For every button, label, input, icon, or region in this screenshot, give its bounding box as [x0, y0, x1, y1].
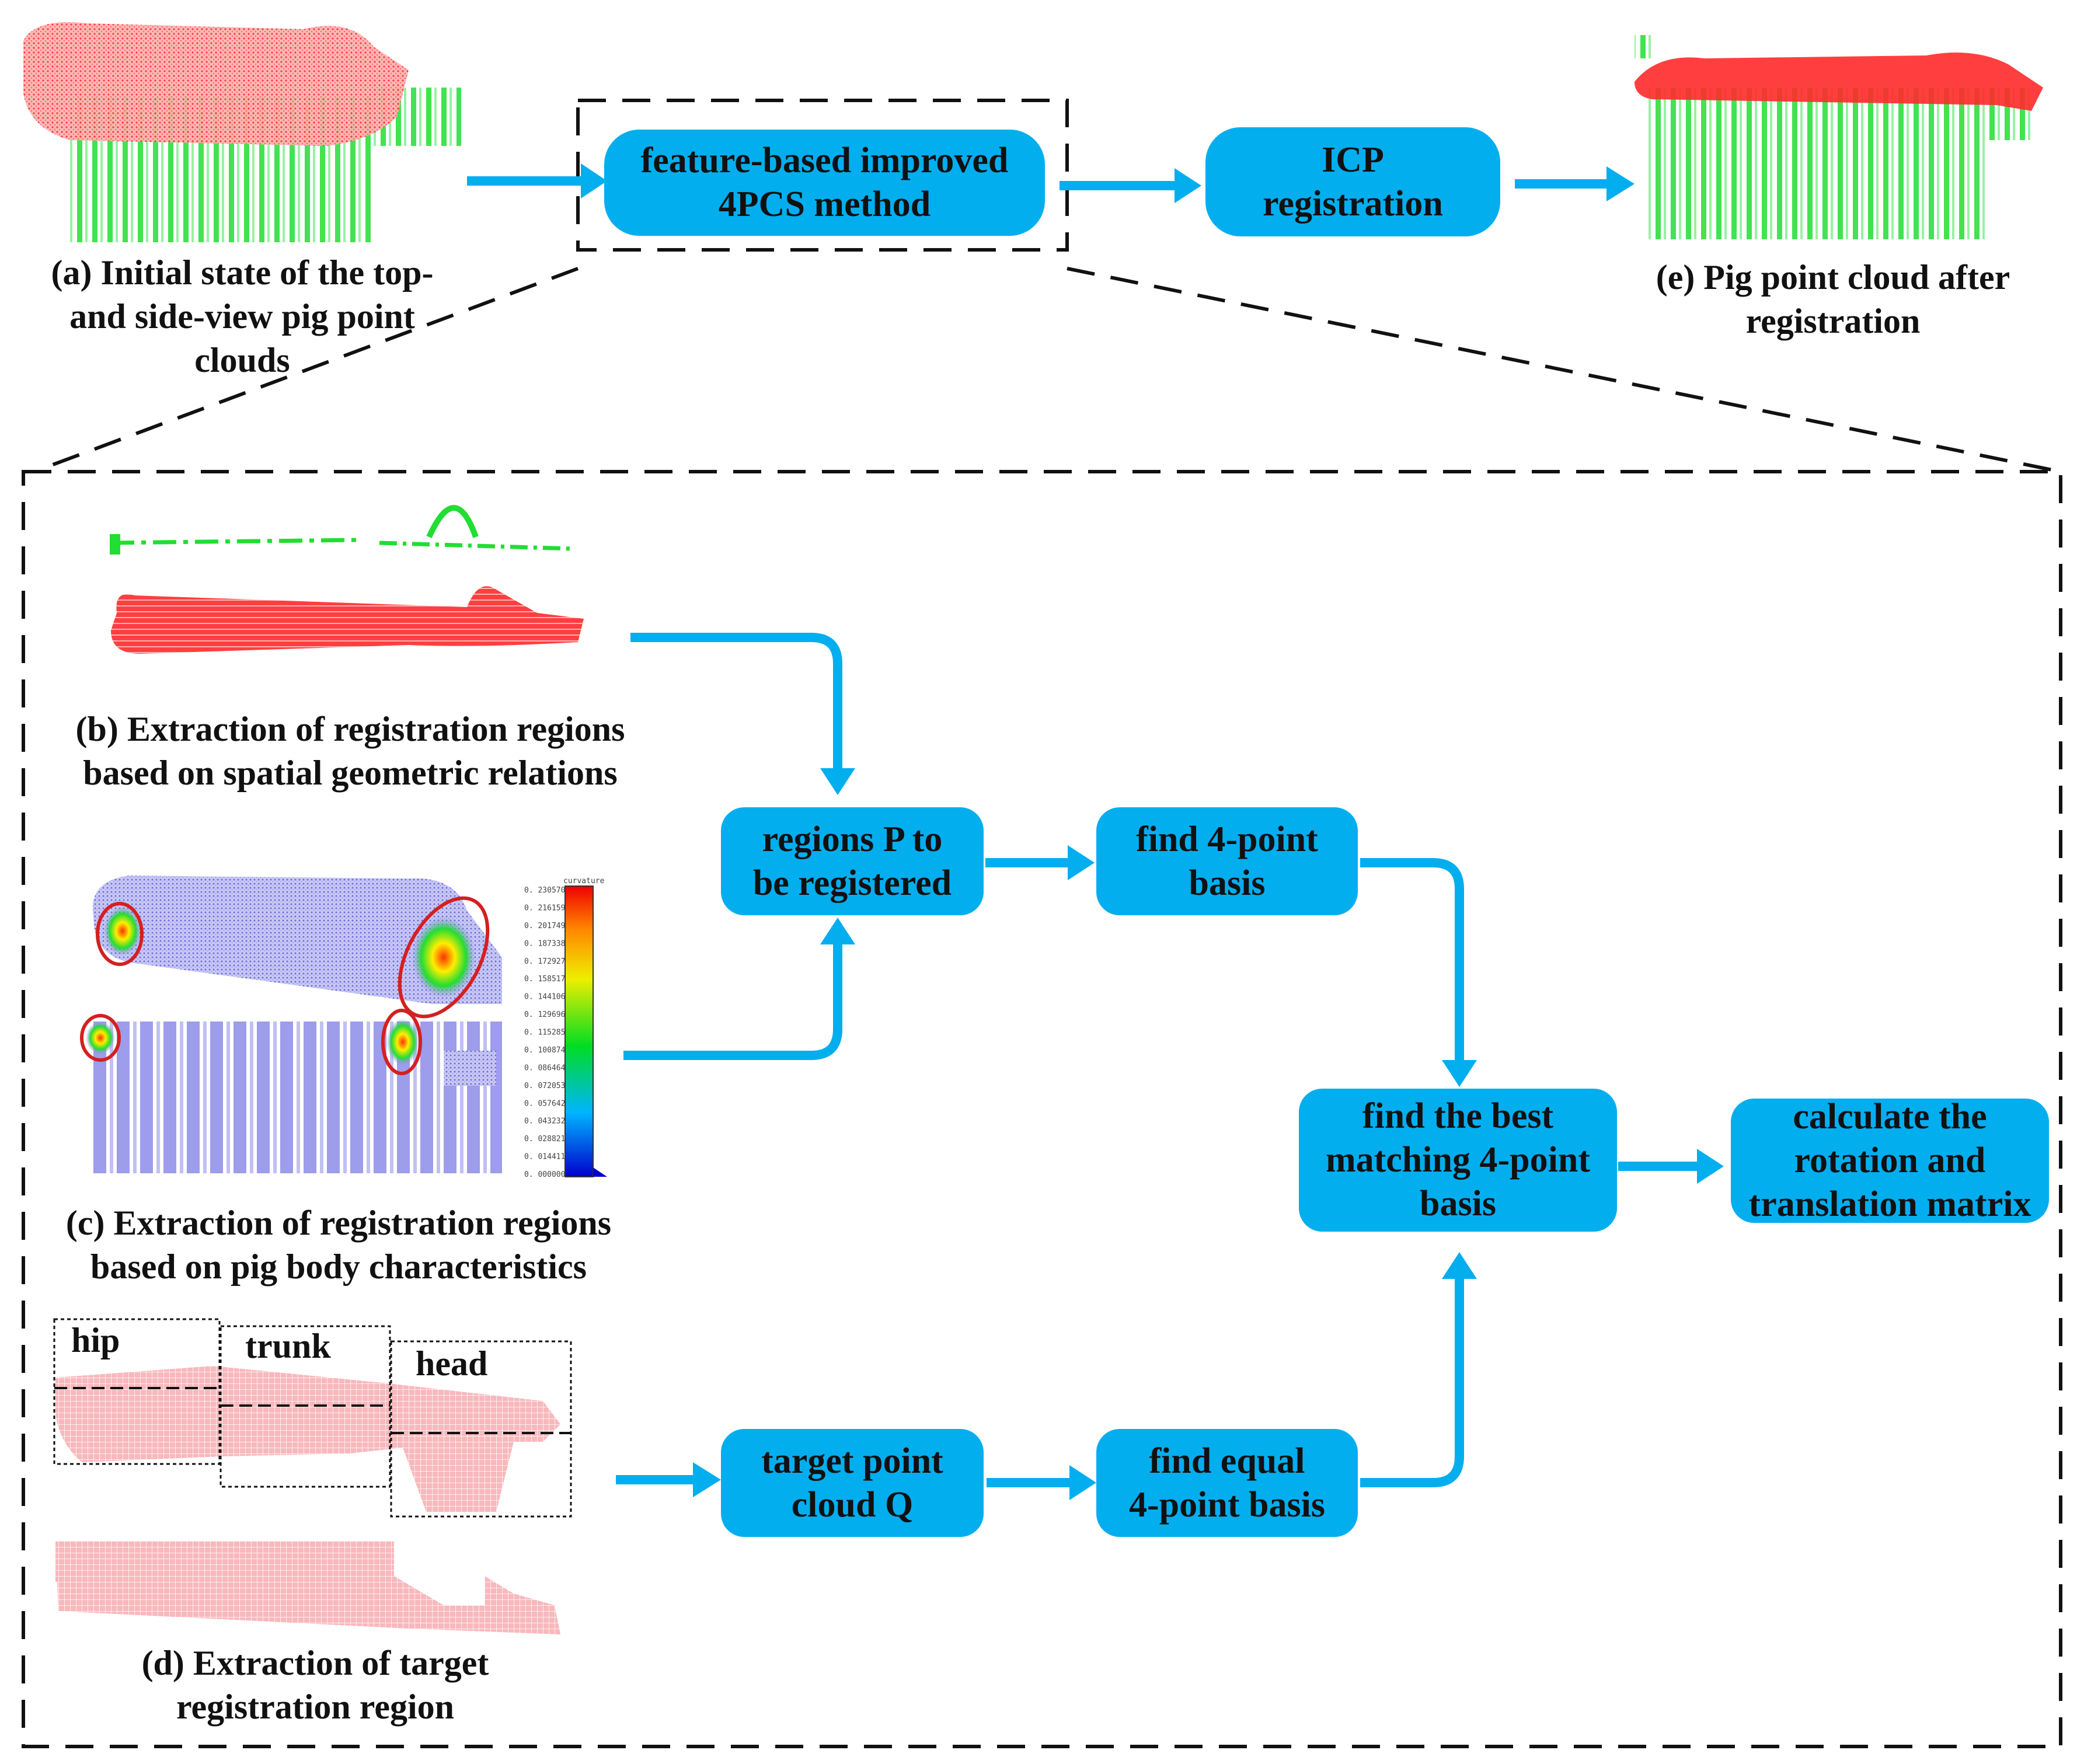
caption-d-line1: (d) Extraction of target [141, 1644, 489, 1682]
caption-d: (d) Extraction of target registration re… [88, 1641, 543, 1729]
colorbar-tick-label: 0. 028821 [524, 1135, 565, 1144]
colorbar-tick-label: 0. 216159 [524, 904, 565, 912]
arrow-curvature-to-regions-p [623, 943, 842, 1060]
best-match-box: find the best matching 4-point basis [1299, 1089, 1617, 1232]
regions-p-line2: be registered [752, 863, 952, 903]
initial-state-pig-clouds [23, 22, 461, 242]
icp-line1: ICP [1322, 140, 1384, 180]
colorbar-tick-label: 0. 230570 [524, 886, 565, 895]
expansion-line-left [46, 267, 579, 469]
colorbar-tick-label: 0. 086464 [524, 1064, 566, 1072]
colorbar-ticks: 0. 230570 0. 216159 0. 201749 0. 187338 0. 1… [524, 886, 566, 1179]
colorbar-tick-label: 0. 000000 [524, 1170, 565, 1179]
flow-arrows [467, 163, 1724, 1500]
caption-b-line2: based on spatial geometric relations [83, 754, 618, 792]
caption-a-line3: clouds [194, 341, 290, 379]
caption-c-line2: based on pig body characteristics [90, 1247, 587, 1286]
improved-4pcs-line1: feature-based improved [640, 141, 1009, 180]
colorbar-tick-label: 0. 014411 [524, 1153, 565, 1162]
improved-4pcs-box: feature-based improved 4PCS method [604, 130, 1045, 236]
4pcs-detail-frame [22, 470, 2062, 1748]
calc-matrix-line3: translation matrix [1748, 1184, 2031, 1224]
best-match-line2: matching 4-point [1326, 1140, 1590, 1180]
target-region-cloud [53, 1318, 572, 1634]
registered-pig-cloud [1635, 35, 2043, 239]
colorbar-tick-label: 0. 057642 [524, 1099, 565, 1108]
region-label-head: head [416, 1344, 488, 1383]
caption-e-line1: (e) Pig point cloud after [1656, 258, 2010, 297]
curvature-regions-cloud [80, 876, 502, 1173]
caption-e: (e) Pig point cloud after registration [1623, 256, 2043, 343]
calc-matrix-line2: rotation and [1794, 1141, 1986, 1180]
arrow-geometric-to-regions-p [630, 633, 842, 771]
colorbar-tick-label: 0. 115285 [524, 1029, 565, 1037]
colorbar-title: curvature [563, 877, 605, 886]
regions-p-line1: regions P to [762, 819, 943, 859]
equal-basis-line1: find equal [1149, 1441, 1305, 1481]
calc-matrix-box: calculate the rotation and translation m… [1731, 1097, 2049, 1224]
target-q-line2: cloud Q [791, 1484, 914, 1525]
target-q-line1: target point [761, 1441, 943, 1481]
target-q-box: target point cloud Q [721, 1429, 984, 1537]
icp-registration-box: ICP registration [1205, 127, 1500, 236]
colorbar-tick-label: 0. 129696 [524, 1010, 565, 1019]
arrow-find-basis-to-best-match [1360, 858, 1464, 1062]
find-basis-box: find 4-point basis [1096, 807, 1358, 915]
geometric-regions-cloud [110, 505, 584, 654]
colorbar-tick-label: 0. 144106 [524, 993, 565, 1002]
improved-4pcs-line2: 4PCS method [718, 184, 931, 224]
caption-a-line2: and side-view pig point [69, 297, 415, 336]
best-match-line1: find the best [1362, 1096, 1554, 1136]
caption-a-line1: (a) Initial state of the top- [51, 253, 434, 292]
equal-basis-box: find equal 4-point basis [1096, 1429, 1358, 1537]
arrow-equal-basis-to-best-match [1360, 1278, 1464, 1487]
caption-d-line2: registration region [176, 1688, 455, 1726]
caption-b-line1: (b) Extraction of registration regions [75, 710, 625, 748]
colorbar-tick-label: 0. 072053 [524, 1082, 565, 1090]
colorbar-tick-label: 0. 158517 [524, 975, 565, 984]
caption-c-line1: (c) Extraction of registration regions [65, 1204, 612, 1242]
colorbar-tick-label: 0. 201749 [524, 922, 565, 930]
colorbar-tick-label: 0. 043232 [524, 1117, 565, 1126]
colorbar-tick-label: 0. 172927 [524, 957, 565, 966]
find-basis-line2: basis [1189, 863, 1266, 903]
caption-c: (c) Extraction of registration regions b… [18, 1201, 660, 1289]
caption-a: (a) Initial state of the top- and side-v… [12, 251, 473, 382]
find-basis-line1: find 4-point [1136, 819, 1318, 859]
caption-e-line2: registration [1745, 302, 1921, 340]
best-match-line3: basis [1420, 1184, 1496, 1223]
equal-basis-line2: 4-point basis [1129, 1484, 1325, 1525]
icp-line2: registration [1263, 183, 1443, 224]
4pcs-highlight-frame [576, 99, 1069, 252]
expansion-line-right [1067, 267, 2061, 473]
caption-b: (b) Extraction of registration regions b… [29, 707, 671, 795]
regions-p-box: regions P to be registered [721, 807, 984, 915]
colorbar-tick-label: 0. 100874 [524, 1046, 566, 1055]
region-label-hip: hip [71, 1321, 120, 1359]
colorbar-tick-label: 0. 187338 [524, 939, 565, 948]
calc-matrix-line1: calculate the [1793, 1097, 1987, 1137]
region-label-trunk: trunk [245, 1327, 331, 1365]
